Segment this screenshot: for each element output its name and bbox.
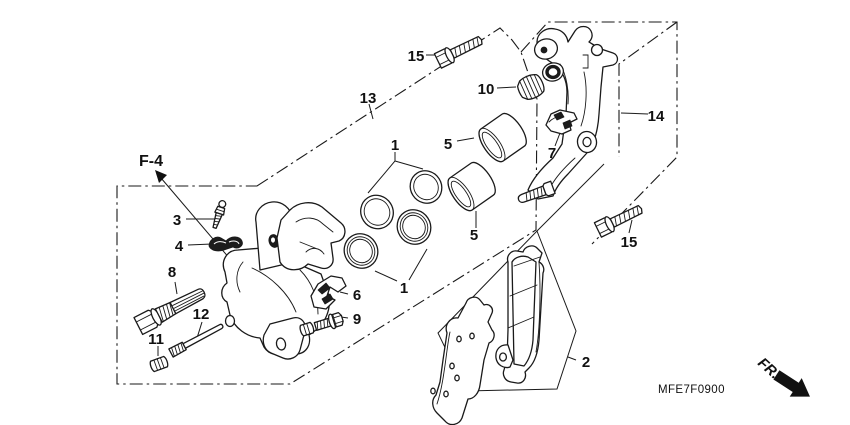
view-ref-arrow [155, 170, 237, 267]
caliper-bolt [133, 288, 206, 336]
callout-3: 3 [173, 212, 181, 229]
pin-boot [149, 355, 169, 373]
pad-assembly-link-line [536, 163, 605, 232]
callout-15-right: 15 [621, 234, 638, 251]
front-direction-arrow-icon [773, 370, 810, 397]
bracket-boundary [520, 21, 678, 245]
piston-seal-set [343, 170, 443, 269]
brake-pad-outer [430, 296, 495, 425]
callout-4: 4 [175, 238, 184, 255]
callout-5-top: 5 [444, 136, 452, 153]
callout-11: 11 [148, 331, 164, 348]
callout-8: 8 [168, 264, 176, 281]
piston-lower [447, 161, 496, 212]
bleed-cap [516, 73, 545, 101]
diagram-code: MFE7F0900 [658, 384, 725, 396]
callout-9: 9 [353, 311, 361, 328]
callout-13: 13 [360, 90, 377, 107]
callout-14: 14 [648, 108, 665, 125]
callout-6: 6 [353, 287, 361, 304]
callout-10: 10 [478, 81, 495, 98]
callout-5-bottom: 5 [470, 227, 478, 244]
caliper-assembly-boundary [116, 27, 538, 385]
bleed-screw [212, 199, 227, 229]
callout-12: 12 [193, 306, 210, 323]
pad-spring [310, 275, 347, 310]
callout-1-top: 1 [391, 137, 399, 154]
piston-upper [478, 112, 527, 163]
mount-bolt-top [433, 35, 483, 69]
callout-labels: 15 13 1 5 10 7 14 15 1 5 3 4 8 12 11 6 9… [148, 48, 665, 371]
pad-retainer-clip [545, 109, 578, 135]
front-direction-marker: FR. [754, 355, 810, 397]
pad-pin-bolt [299, 312, 344, 337]
pad-box [437, 230, 577, 392]
pad-pin [168, 323, 224, 358]
callout-15-top: 15 [408, 48, 425, 65]
callout-1-bottom: 1 [400, 280, 408, 297]
callout-7: 7 [548, 145, 556, 162]
brake-pad-inner [495, 245, 545, 384]
pipe-clip [208, 236, 243, 252]
callout-2: 2 [582, 354, 590, 371]
mount-bolt-right [593, 204, 643, 238]
view-ref-label: F-4 [139, 153, 163, 170]
